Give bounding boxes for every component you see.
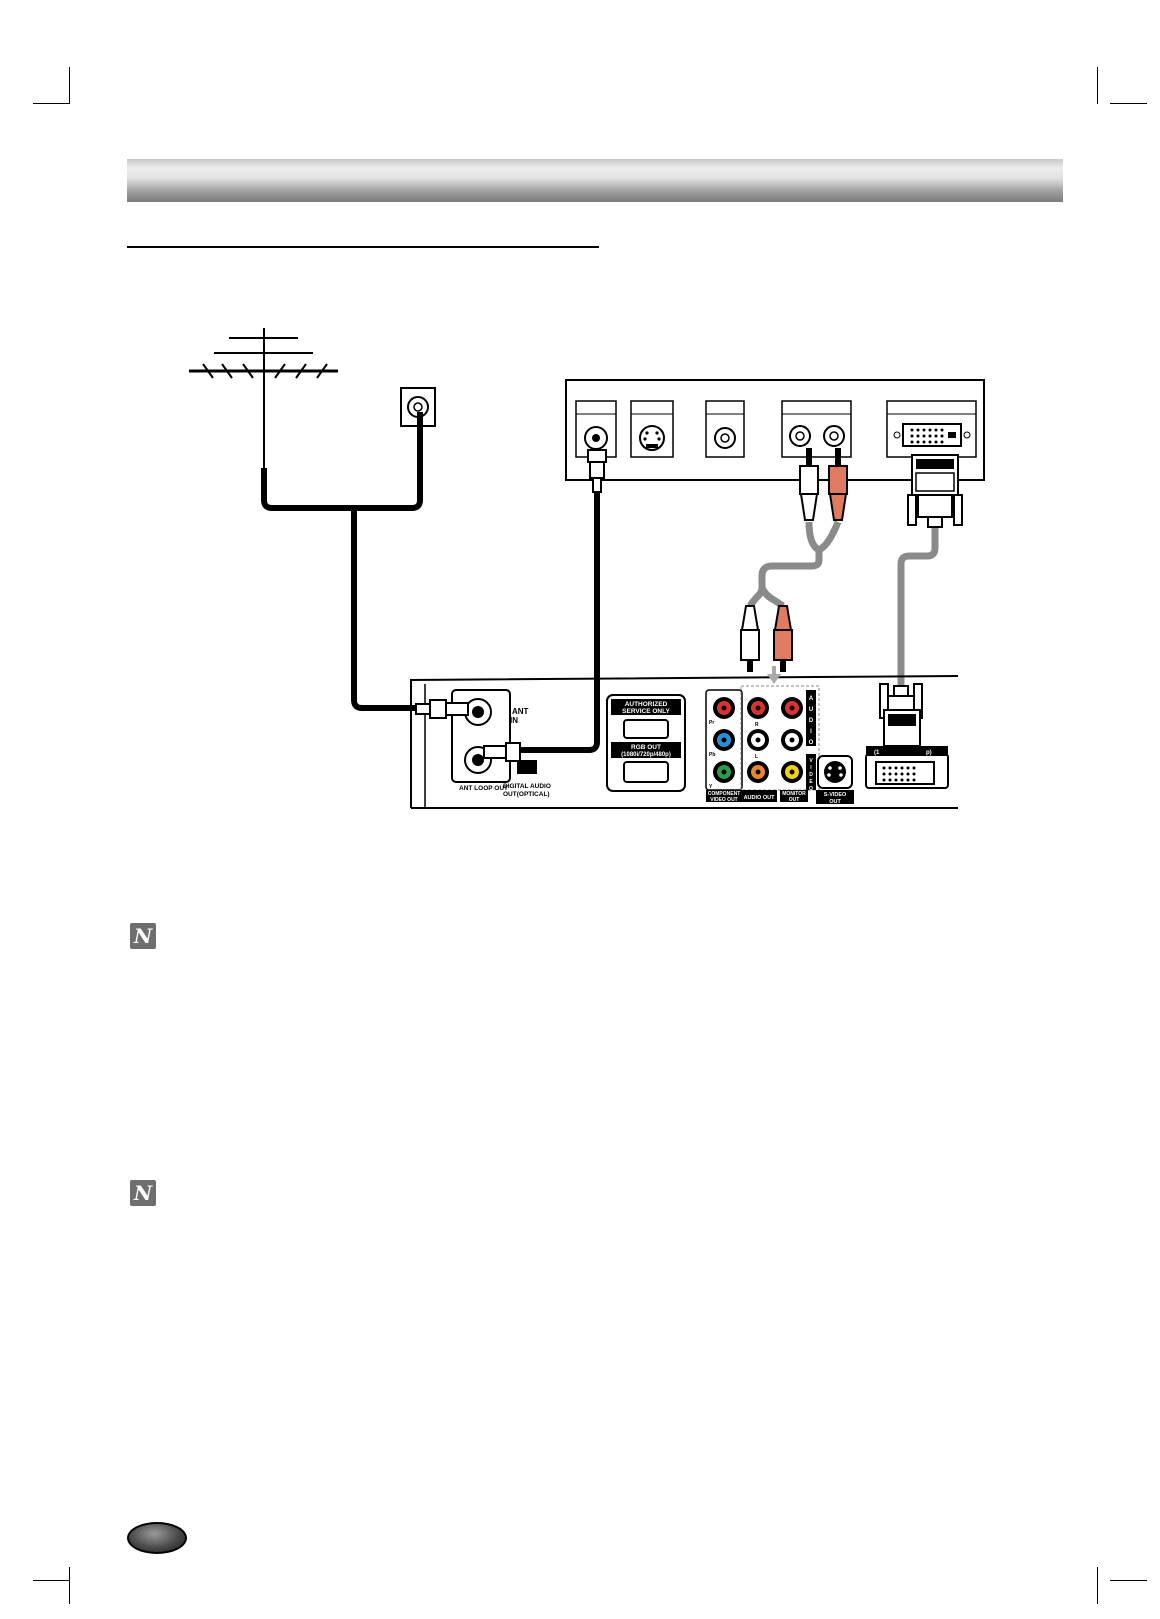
svg-text:p): p): [926, 750, 932, 756]
arrow-down-icon: [767, 666, 781, 684]
svg-text:RGB OUT: RGB OUT: [631, 744, 661, 751]
svg-text:D: D: [809, 718, 814, 724]
dvi-plug-tv: [907, 454, 963, 528]
svg-text:O: O: [809, 740, 814, 746]
svg-text:AUDIO OUT: AUDIO OUT: [744, 795, 776, 801]
rca-plug-red-tv: [828, 448, 848, 521]
coax-plug-ant-loop-out: [483, 742, 521, 762]
svg-text:OUT: OUT: [789, 797, 800, 803]
audio-cable: [747, 520, 842, 609]
svg-text:L: L: [755, 754, 758, 760]
note-icon: N: [130, 923, 156, 949]
svg-text:I: I: [810, 765, 812, 771]
svg-text:MONITOR: MONITOR: [782, 791, 806, 797]
antenna-cable: [261, 412, 600, 753]
svg-text:E: E: [809, 779, 813, 785]
svg-text:OUT: OUT: [829, 799, 841, 805]
svg-text:Pr: Pr: [709, 720, 714, 726]
svg-text:SERVICE ONLY: SERVICE ONLY: [622, 708, 670, 715]
crop-mark: [33, 103, 70, 104]
svg-text:(1080i/720p/480p): (1080i/720p/480p): [621, 752, 671, 758]
svg-text:Pb: Pb: [709, 752, 715, 758]
svg-text:Y: Y: [709, 784, 713, 790]
svg-text:O: O: [809, 786, 813, 792]
section-header-bar: [127, 159, 1063, 202]
svg-text:IN: IN: [510, 716, 518, 725]
page-number-tab: [127, 1522, 187, 1554]
svg-text:R: R: [755, 722, 759, 728]
rca-plug-red-device: [773, 605, 793, 672]
svg-text:I: I: [810, 729, 812, 735]
dvi-plug-device: [879, 683, 923, 747]
crop-mark: [69, 1567, 70, 1604]
svg-text:VIDEO OUT: VIDEO OUT: [710, 797, 738, 803]
rca-plug-white-device: [740, 605, 760, 672]
svg-text:ANT LOOP OUT: ANT LOOP OUT: [459, 785, 508, 792]
rca-plug-white-tv: [799, 448, 819, 521]
crop-mark: [1097, 1567, 1098, 1604]
crop-mark: [33, 1580, 70, 1581]
svg-text:(1: (1: [874, 750, 880, 756]
svg-text:COMPONENT: COMPONENT: [708, 791, 741, 797]
crop-mark: [1097, 67, 1098, 104]
antenna-icon: [189, 328, 338, 498]
svg-text:V: V: [809, 758, 813, 764]
svg-text:D: D: [809, 772, 813, 778]
crop-mark: [1110, 103, 1147, 104]
crop-mark: [69, 67, 70, 104]
device-rear-panel: ANT IN ANT LOOP OUT DIGITAL AUDIO OUT(OP…: [410, 675, 959, 809]
section-title-rule: [127, 246, 599, 248]
svg-text:OUT(OPTICAL): OUT(OPTICAL): [503, 791, 550, 798]
note-icon: N: [130, 1180, 156, 1206]
coax-plug-tv: [587, 449, 607, 493]
svg-text:AUTHORIZED: AUTHORIZED: [625, 701, 668, 708]
svg-text:S-VIDEO: S-VIDEO: [824, 792, 847, 798]
crop-mark: [1110, 1580, 1147, 1581]
svg-text:A: A: [809, 696, 814, 702]
dvi-cable: [897, 524, 939, 686]
svg-text:ANT: ANT: [512, 707, 529, 716]
svg-text:U: U: [809, 707, 813, 713]
coax-plug-ant-in: [415, 699, 469, 719]
svg-text:DIGITAL AUDIO: DIGITAL AUDIO: [503, 783, 551, 790]
